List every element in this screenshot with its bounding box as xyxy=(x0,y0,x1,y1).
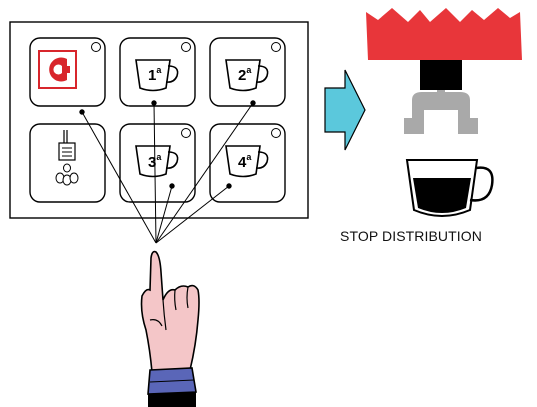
button-1-cup[interactable]: 1a xyxy=(119,37,196,107)
flow-arrow-icon xyxy=(324,69,366,151)
continuous-dispense-icon xyxy=(38,50,77,89)
cup-count-2: 2a xyxy=(238,65,252,84)
group-head-icon xyxy=(366,8,522,134)
cup-count-4: 4a xyxy=(238,152,252,171)
coffee-cup-icon xyxy=(135,59,179,92)
hot-water-icon xyxy=(55,130,79,186)
stop-distribution-caption: STOP DISTRIBUTION xyxy=(340,228,482,244)
coffee-cup-icon xyxy=(225,59,269,92)
button-4-cup[interactable]: 4a xyxy=(209,123,286,203)
button-3-cup[interactable]: 3a xyxy=(119,123,196,203)
cup-count-1: 1a xyxy=(148,65,162,84)
coffee-cup-icon xyxy=(225,145,269,178)
coffee-cup-icon xyxy=(135,145,179,178)
pointing-hand-icon xyxy=(140,250,200,407)
button-2-cup[interactable]: 2a xyxy=(209,37,286,107)
espresso-cup-icon xyxy=(405,159,494,217)
cup-count-3: 3a xyxy=(148,152,162,171)
button-hot-water[interactable] xyxy=(29,123,106,203)
connector-lines xyxy=(79,100,256,244)
button-continuous[interactable] xyxy=(29,37,106,107)
